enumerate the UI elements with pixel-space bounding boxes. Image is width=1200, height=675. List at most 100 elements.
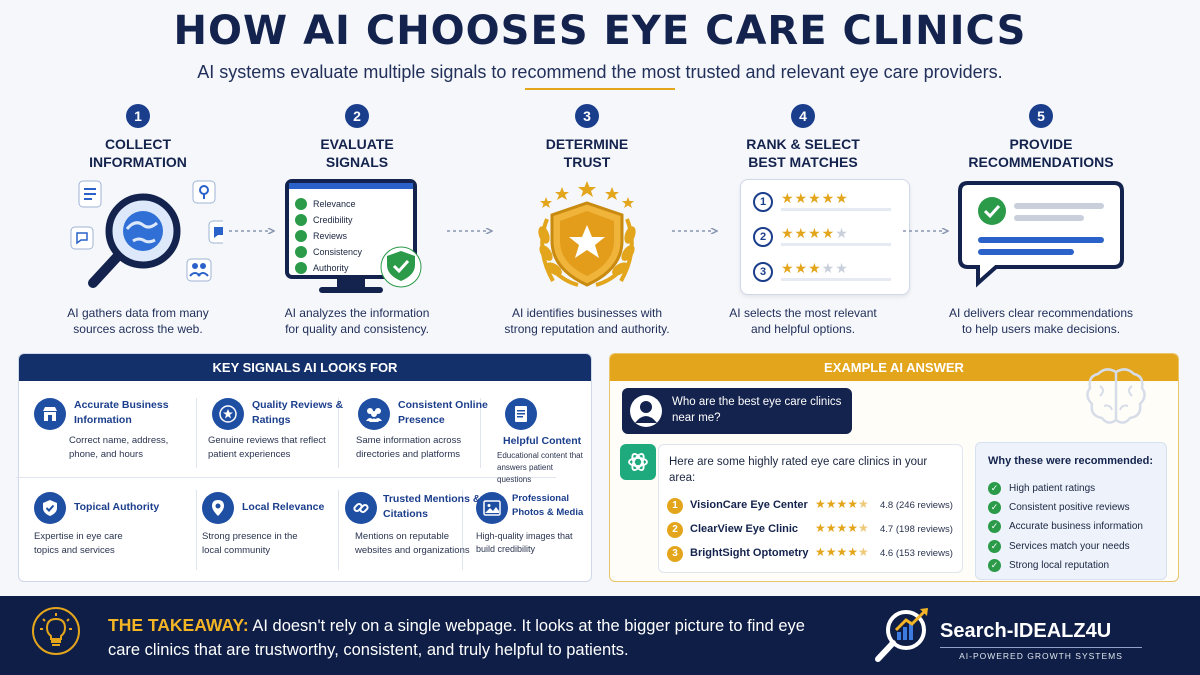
signal-title: Quality Reviews & Ratings [252,399,344,426]
step-title: COLLECT INFORMATION [89,136,187,170]
clinic-rating: 4.7 (198 reviews) [880,524,953,535]
clinic-stars-icon: ★★★★★ [815,497,869,511]
key-signals-panel: KEY SIGNALS AI LOOKS FOR [18,353,592,582]
document-icon [505,398,537,430]
shield-check-icon [34,492,66,524]
step-title: RANK & SELECT BEST MATCHES [746,136,860,170]
signals-divider [196,490,197,570]
brand-tagline: AI-POWERED GROWTH SYSTEMS [959,651,1123,661]
why-recommended-box [975,442,1167,580]
step-determine-trust: 3 DETERMINE TRUST [487,104,687,337]
step-collect-information: 1 COLLECT INFORMATION AI gathers data fr… [38,104,238,337]
signal-description: Correct name, address, phone, and hours [69,435,169,460]
ai-assistant-icon [620,444,656,480]
rank-stars-icon: ★★★★★ [781,260,849,276]
why-item: ✓Strong local reputation [988,559,1168,573]
checklist-item: Credibility [313,215,353,225]
step-arrow-icon [672,221,719,235]
clinic-rank: 3 [667,546,683,562]
clinic-row[interactable]: 3 BrightSight Optometry ★★★★★ 4.6 (153 r… [667,544,957,562]
signal-description: Mentions on reputable websites and organ… [355,531,470,556]
chat-recommendation-icon [956,179,1126,299]
checklist-item: Consistency [313,247,363,257]
step-description: AI gathers data from many sources across… [67,306,209,336]
signal-title: Professional Photos & Media [512,493,584,518]
example-answer-heading: EXAMPLE AI ANSWER [610,354,1178,381]
signals-divider [16,477,556,478]
step-description: AI selects the most relevant and helpful… [729,306,877,336]
rank-number: 1 [753,192,773,212]
rank-stars-icon: ★★★★★ [781,190,849,206]
why-recommended-title: Why these were recommended: [988,455,1154,467]
shield-laurel-icon [502,179,672,299]
star-badge-icon [212,398,244,430]
signals-divider [338,490,339,570]
ranked-list-icon: 1 ★★★★★ 2 ★★★★★ 3 ★★★★★ [718,179,910,299]
why-item: ✓Services match your needs [988,540,1168,554]
brand-name: Search-IDEALZ4U [940,620,1112,642]
clinic-stars-icon: ★★★★★ [815,521,869,535]
step-number: 5 [1029,104,1053,128]
rank-number: 2 [753,227,773,247]
ai-answer-intro: Here are some highly rated eye care clin… [669,456,928,484]
step-title: EVALUATE SIGNALS [320,136,394,170]
signals-divider [196,398,197,468]
signal-description: Strong presence in the local community [202,531,298,556]
checklist-item: Authority [313,263,349,273]
step-rank-select: 4 RANK & SELECT BEST MATCHES 1 ★★★★★ 2 ★… [703,104,910,337]
takeaway-body: AI doesn't rely on a single webpage. It … [108,617,805,659]
key-signals-heading: KEY SIGNALS AI LOOKS FOR [19,354,591,381]
signal-description: Educational content that answers patient… [497,451,583,484]
step-arrow-icon [903,221,950,235]
takeaway-label: THE TAKEAWAY: [108,615,249,635]
clinic-stars-icon: ★★★★★ [815,545,869,559]
clinic-rank: 1 [667,498,683,514]
lightbulb-icon [32,607,80,655]
step-description: AI analyzes the information for quality … [284,306,430,336]
step-evaluate-signals: 2 EVALUATE SIGNALS Relevance Credibility… [257,104,457,337]
clinic-rating: 4.8 (246 reviews) [880,500,953,511]
clinic-row[interactable]: 1 VisionCare Eye Center ★★★★★ 4.8 (246 r… [667,496,957,514]
step-arrow-icon [447,221,494,235]
location-pin-icon [202,492,234,524]
image-icon [476,492,508,524]
signals-divider [338,398,339,468]
checklist-item: Reviews [313,231,348,241]
subtitle-underline [525,88,675,90]
takeaway-footer [0,596,1200,675]
user-question-bubble: Who are the best eye care clinics near m… [622,388,852,434]
brand-logo-icon [872,604,934,664]
user-question-text: Who are the best eye care clinics near m… [672,396,842,424]
signal-description: Genuine reviews that reflect patient exp… [208,435,326,460]
step-arrow-icon [229,221,276,235]
signals-divider [480,398,481,468]
clinic-rank: 2 [667,522,683,538]
step-provide-recommendations: 5 PROVIDE RECOMMENDATIONS AI delivers cl… [941,104,1141,337]
step-description: AI delivers clear recommendations to hel… [948,306,1134,336]
clinic-row[interactable]: 2 ClearView Eye Clinic ★★★★★ 4.7 (198 re… [667,520,957,538]
ai-answer-box [658,444,963,573]
page-subtitle: AI systems evaluate multiple signals to … [197,62,1003,82]
link-icon [345,492,377,524]
brain-icon [1086,368,1146,424]
step-title: DETERMINE TRUST [545,136,629,170]
step-description: AI identifies businesses with strong rep… [504,306,670,336]
signal-title: Local Relevance [242,501,325,513]
signals-divider [462,490,463,570]
brand-divider [940,647,1142,648]
signal-title: Helpful Content [503,435,582,447]
page-title: HOW AI CHOOSES EYE CARE CLINICS [173,8,1027,54]
check-icon: ✓ [988,520,1001,533]
clinic-rating: 4.6 (153 reviews) [880,548,953,559]
monitor-checklist-icon: Relevance Credibility Reviews Consistenc… [277,179,437,299]
step-title: PROVIDE RECOMMENDATIONS [968,136,1114,170]
check-icon: ✓ [988,501,1001,514]
clinic-name: ClearView Eye Clinic [690,523,799,535]
magnifier-globe-icon [53,179,232,299]
clinic-name: BrightSight Optometry [690,547,809,559]
step-number: 3 [575,104,599,128]
step-number: 4 [791,104,815,128]
check-icon: ✓ [988,559,1001,572]
why-item: ✓Accurate business information [988,520,1168,534]
user-avatar-icon [630,395,662,427]
